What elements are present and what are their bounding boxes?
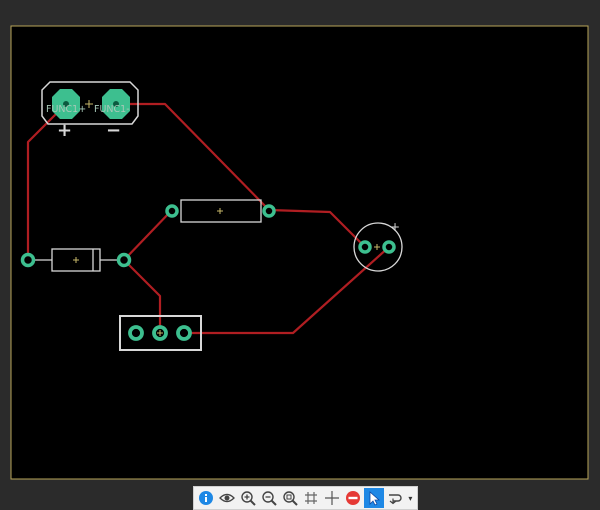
connector-outline	[41, 81, 139, 125]
zoom-out-button[interactable]	[259, 488, 279, 508]
cursor-icon	[369, 491, 381, 506]
eye-icon	[219, 493, 236, 503]
crosshair-button[interactable]	[322, 488, 342, 508]
route-dropdown-caret-icon[interactable]: ▾	[408, 493, 413, 503]
traces	[26, 102, 390, 335]
delete-button[interactable]	[343, 488, 363, 508]
view-toolbar: ▾	[193, 486, 418, 510]
pcb-canvas[interactable]: FUNC1+ FUNC1- + − +	[0, 0, 600, 484]
pad-label-plus: FUNC1+	[46, 104, 86, 115]
trace-func1-minus-to-resistor[interactable]	[116, 102, 270, 211]
trace-resistor-to-battery[interactable]	[268, 208, 366, 248]
trace-func1-plus-to-diode[interactable]	[26, 103, 67, 260]
crosshair-icon	[325, 491, 340, 505]
diode[interactable]	[20, 248, 132, 272]
pad-resistor-2[interactable]	[262, 204, 276, 218]
header-3pin[interactable]	[119, 315, 202, 351]
pad-diode-anode[interactable]	[20, 252, 36, 268]
pad-header-1[interactable]	[128, 325, 144, 341]
trace-diode-to-header[interactable]	[123, 259, 162, 333]
pad-battery-2[interactable]	[382, 240, 396, 254]
zoom-in-button[interactable]	[238, 488, 258, 508]
pad-battery-1[interactable]	[358, 240, 372, 254]
polarity-minus: −	[106, 120, 121, 141]
zoom-fit-icon	[283, 491, 299, 506]
trace-diode-to-resistor[interactable]	[123, 209, 173, 261]
pad-header-3[interactable]	[176, 325, 192, 341]
header-outline	[119, 315, 202, 351]
pad-resistor-1[interactable]	[165, 204, 179, 218]
info-button[interactable]	[197, 488, 217, 508]
board-outline	[10, 25, 589, 480]
pad-diode-cathode[interactable]	[116, 252, 132, 268]
route-icon	[389, 494, 402, 505]
battery-outline	[353, 222, 403, 272]
power-connector[interactable]: FUNC1+ FUNC1- + −	[41, 81, 139, 141]
resistor-body	[180, 199, 262, 223]
no-entry-icon	[346, 491, 361, 505]
resistor[interactable]	[165, 199, 276, 223]
grid-icon	[305, 492, 318, 504]
route-button[interactable]	[385, 488, 405, 508]
zoom-in-icon	[241, 491, 257, 506]
select-button[interactable]	[364, 488, 385, 508]
grid-button[interactable]	[301, 488, 321, 508]
battery[interactable]: +	[353, 220, 403, 272]
zoom-out-icon	[262, 491, 278, 506]
pad-label-minus: FUNC1-	[94, 104, 130, 115]
info-icon	[199, 491, 214, 505]
battery-polarity: +	[390, 220, 400, 234]
pcb-board-view[interactable]: FUNC1+ FUNC1- + − +	[0, 0, 600, 484]
zoom-fit-button[interactable]	[280, 488, 300, 508]
trace-header-to-battery[interactable]	[184, 246, 390, 335]
diode-body	[51, 248, 101, 272]
view-button[interactable]	[217, 488, 237, 508]
polarity-plus: +	[57, 120, 72, 141]
